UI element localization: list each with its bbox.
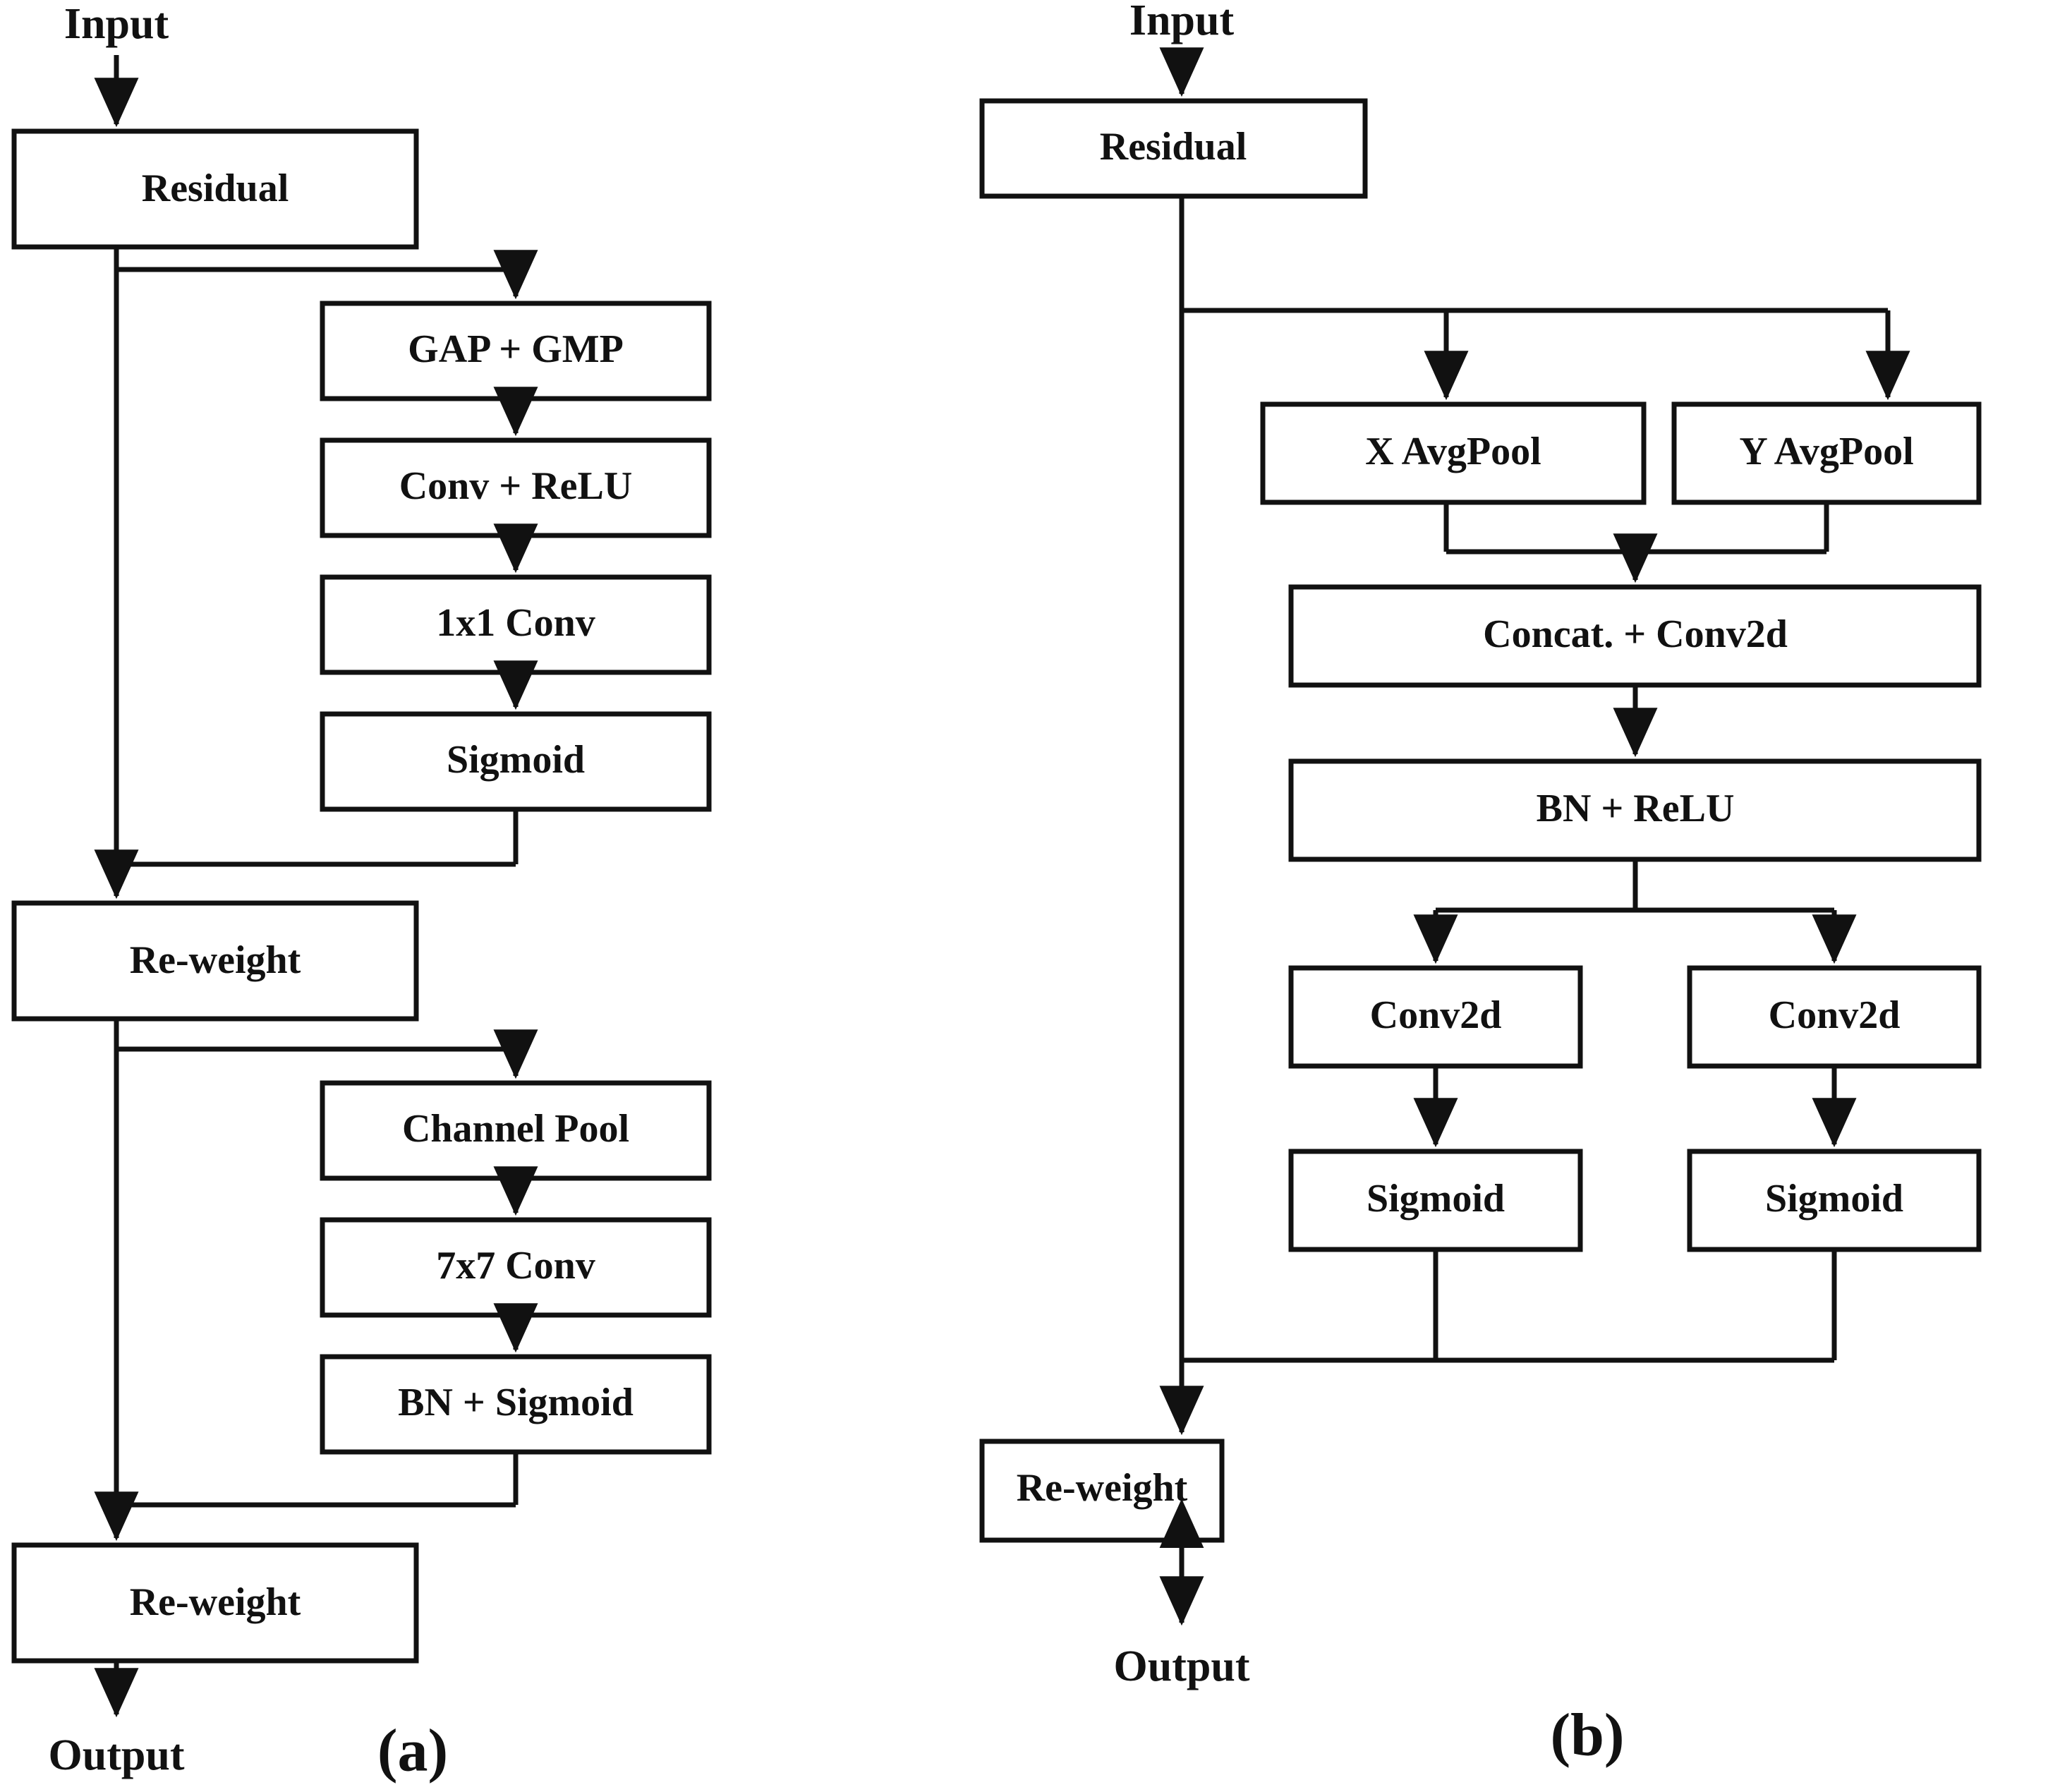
panel-b-input-label: Input	[1129, 0, 1235, 44]
panel-a-bn-sigmoid-label: BN + Sigmoid	[398, 1381, 634, 1424]
panel-b-block-sigmoid-left: Sigmoid	[1288, 1149, 1583, 1252]
panel-a-block-conv-relu: Conv + ReLU	[320, 437, 712, 538]
panel-a-block-reweight-1: Re-weight	[11, 900, 419, 1022]
panel-a-block-residual: Residual	[11, 128, 419, 250]
panel-b-block-y-avgpool: Y AvgPool	[1671, 401, 1982, 505]
panel-a-block-reweight-2: Re-weight	[11, 1542, 419, 1664]
panel-a-reweight-2-label: Re-weight	[130, 1580, 301, 1624]
panel-b-block-bn-relu: BN + ReLU	[1288, 758, 1982, 862]
panel-b-conv2d-left-label: Conv2d	[1370, 993, 1502, 1037]
panel-b-conv2d-right-rect	[1687, 965, 1982, 1069]
panel-b-caption: (b)	[1550, 1701, 1624, 1769]
panel-a-channel-pool-rect	[320, 1080, 712, 1181]
panel-a-output-label: Output	[49, 1731, 185, 1779]
panel-b-block-concat-conv2d: Concat. + Conv2d	[1288, 584, 1982, 688]
panel-a-caption: (a)	[377, 1717, 448, 1784]
panel-b-residual-rect	[979, 98, 1368, 199]
panel-a-reweight-1-label: Re-weight	[130, 938, 301, 982]
panel-a-block-bn-sigmoid: BN + Sigmoid	[320, 1354, 712, 1455]
panel-b-block-sigmoid-right: Sigmoid	[1687, 1149, 1982, 1252]
panel-b-sigmoid-left-rect	[1288, 1149, 1583, 1252]
panel-b-block-x-avgpool: X AvgPool	[1260, 401, 1647, 505]
panel-a-7x7conv-rect	[320, 1217, 712, 1318]
panel-a-reweight-2-rect	[11, 1542, 419, 1664]
panel-b-residual-label: Residual	[1100, 125, 1247, 169]
panel-b-block-reweight: Re-weight	[979, 1439, 1225, 1543]
panel-b-x-avgpool-rect	[1260, 401, 1647, 505]
panel-a-gap-gmp-label: GAP + GMP	[408, 327, 624, 371]
panel-b-sigmoid-left-label: Sigmoid	[1367, 1177, 1505, 1221]
panel-b-reweight-label: Re-weight	[1017, 1466, 1188, 1510]
panel-a-residual-label: Residual	[142, 167, 289, 210]
panel-a-reweight-1-rect	[11, 900, 419, 1022]
panel-a-block-channel-pool: Channel Pool	[320, 1080, 712, 1181]
panel-b-concat-conv2d-rect	[1288, 584, 1982, 688]
panel-a-7x7conv-label: 7x7 Conv	[436, 1244, 595, 1288]
panel-b-concat-conv2d-label: Concat. + Conv2d	[1483, 612, 1788, 656]
panel-b-output-label: Output	[1114, 1642, 1250, 1690]
panel-a-conv-relu-rect	[320, 437, 712, 538]
panel-b-conv2d-right-label: Conv2d	[1769, 993, 1901, 1037]
panel-b-block-conv2d-left: Conv2d	[1288, 965, 1583, 1069]
panel-a-block-7x7-conv: 7x7 Conv	[320, 1217, 712, 1318]
panel-a-channel-pool-label: Channel Pool	[402, 1107, 629, 1151]
panel-a-residual-rect	[11, 128, 419, 250]
panel-a-conv-relu-label: Conv + ReLU	[399, 464, 633, 508]
panel-b-x-avgpool-label: X AvgPool	[1365, 430, 1541, 473]
panel-a-block-1x1-conv: 1x1 Conv	[320, 574, 712, 675]
panel-b-bn-relu-label: BN + ReLU	[1537, 787, 1735, 830]
panel-a-sigmoid-label: Sigmoid	[447, 738, 585, 782]
panel-b-sigmoid-right-rect	[1687, 1149, 1982, 1252]
panel-a-block-gap-gmp: GAP + GMP	[320, 301, 712, 401]
panel-a-1x1conv-label: 1x1 Conv	[436, 601, 595, 645]
panel-b-y-avgpool-label: Y AvgPool	[1739, 430, 1913, 473]
panel-b-y-avgpool-rect	[1671, 401, 1982, 505]
panel-a-sigmoid-rect	[320, 711, 712, 812]
panel-a-bn-sigmoid-rect	[320, 1354, 712, 1455]
panel-b-block-conv2d-right: Conv2d	[1687, 965, 1982, 1069]
panel-b-bn-relu-rect	[1288, 758, 1982, 862]
panel-a-block-sigmoid: Sigmoid	[320, 711, 712, 812]
panel-a-input-label: Input	[64, 0, 169, 48]
panel-b-sigmoid-right-label: Sigmoid	[1765, 1177, 1903, 1221]
panel-b-block-residual: Residual	[979, 98, 1368, 199]
